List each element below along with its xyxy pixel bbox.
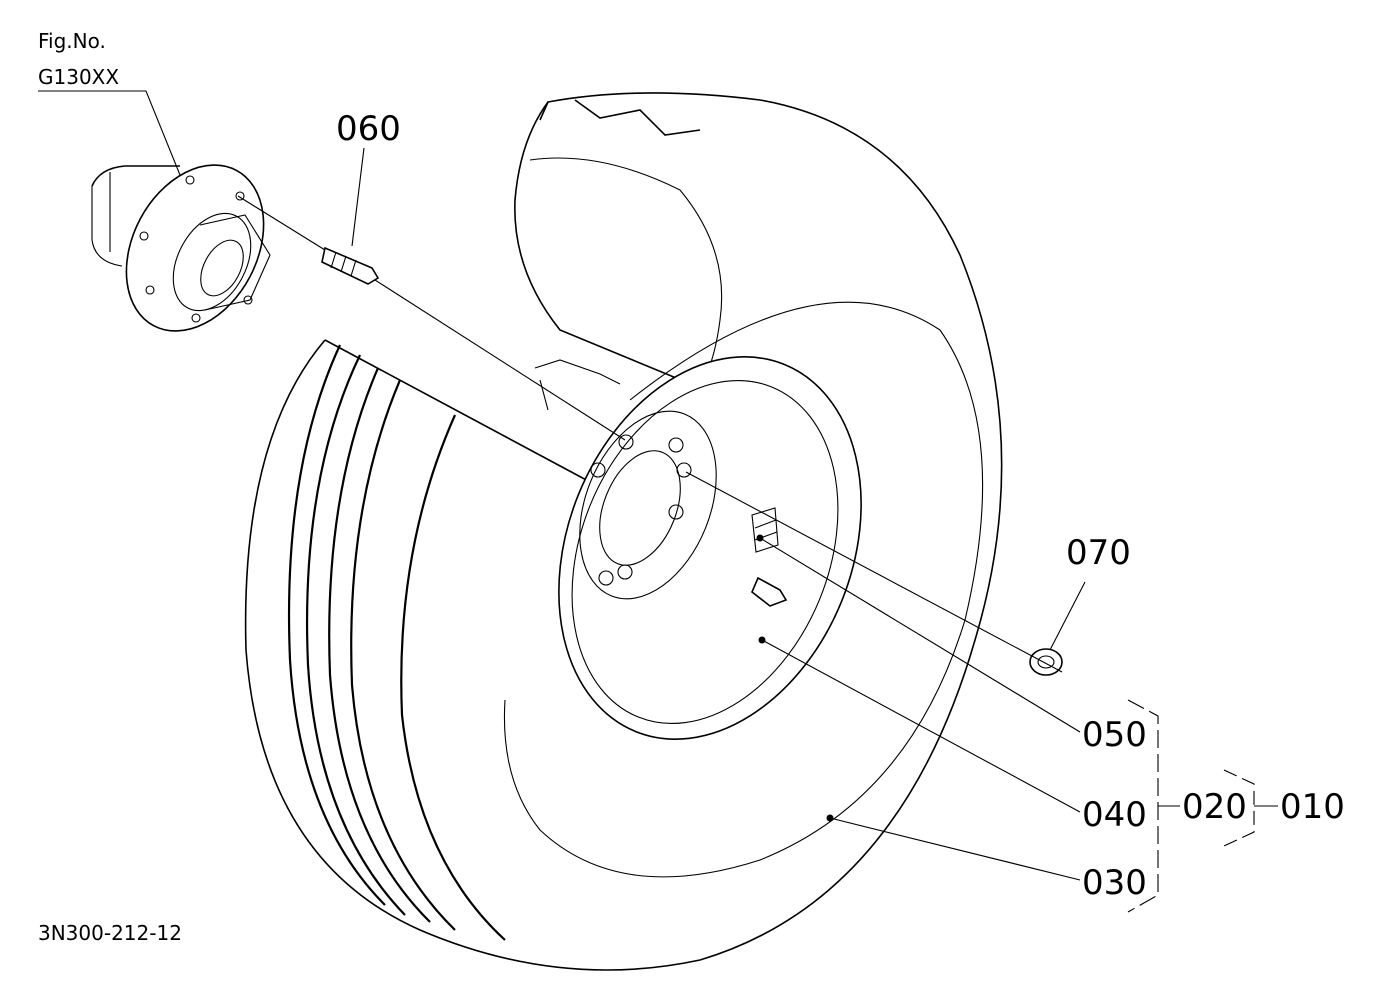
hub-leader-line [38, 90, 181, 176]
fig-code-label: G130XX [38, 65, 119, 89]
part-040-label: 040 [1082, 795, 1147, 835]
part-050-label: 050 [1082, 715, 1147, 755]
leader-lines [237, 147, 1086, 881]
wheel-stud [321, 246, 380, 285]
wheel-nut [1029, 648, 1063, 676]
part-030-label: 030 [1082, 863, 1147, 903]
rim-disc [558, 356, 862, 740]
fig-no-label: Fig.No. [38, 29, 106, 53]
hub-flange [91, 164, 271, 332]
part-060-label: 060 [336, 109, 401, 149]
assembly-brackets [1127, 699, 1278, 913]
tire [244, 92, 1003, 971]
drawing-number: 3N300-212-12 [38, 921, 182, 945]
part-010-label: 010 [1280, 787, 1345, 827]
part-070-label: 070 [1066, 533, 1131, 573]
part-020-label: 020 [1182, 787, 1247, 827]
